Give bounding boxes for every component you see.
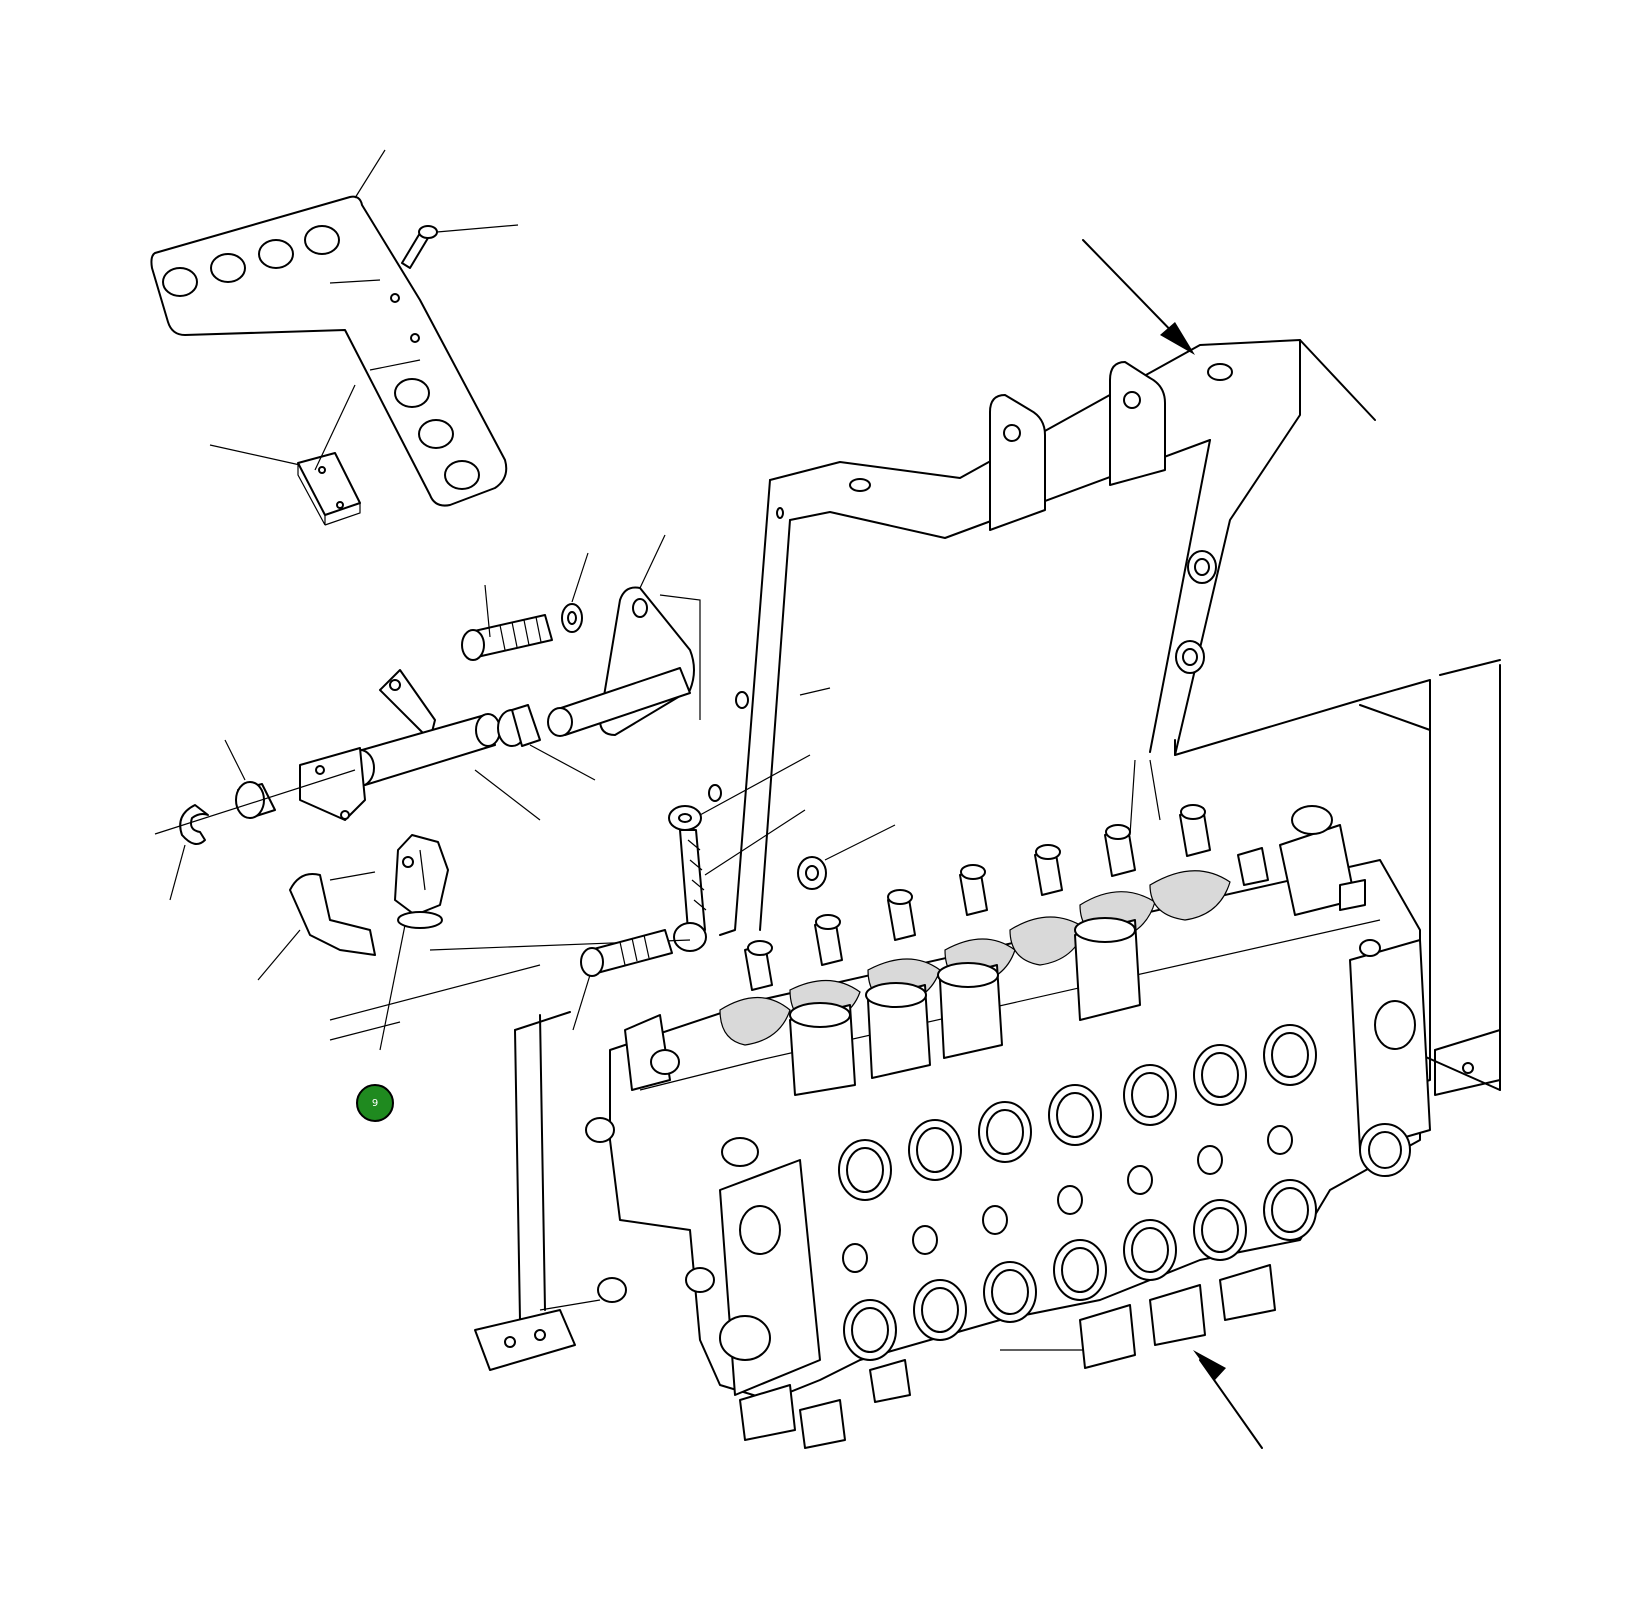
direction-arrow-top bbox=[1082, 239, 1195, 355]
bolt-upper bbox=[461, 552, 589, 661]
pedal-plate bbox=[150, 149, 508, 507]
pedal-shaft bbox=[299, 669, 541, 821]
valve-section-7 bbox=[1149, 804, 1317, 1241]
link-rod bbox=[429, 754, 811, 952]
bushing-right bbox=[497, 704, 596, 781]
pin-bracket bbox=[547, 534, 701, 737]
callout-9-label: 9 bbox=[371, 1097, 379, 1109]
valve-section-4 bbox=[937, 864, 1107, 1301]
screw bbox=[401, 224, 519, 269]
valve-section-1 bbox=[719, 940, 897, 1361]
valve-section-5 bbox=[1009, 844, 1177, 1281]
direction-arrow-bottom bbox=[1193, 1350, 1263, 1449]
valve-section-6 bbox=[1074, 824, 1247, 1261]
callout-9[interactable]: 9 bbox=[356, 1084, 394, 1122]
valve-section-3 bbox=[865, 889, 1037, 1323]
mounting-frame bbox=[329, 339, 1501, 1371]
bushing-left bbox=[224, 739, 276, 819]
circlip bbox=[154, 769, 356, 901]
relief-valve bbox=[1237, 805, 1431, 1177]
control-valve-block bbox=[539, 759, 1431, 1449]
bolt-lower bbox=[572, 929, 673, 1031]
clip-pin bbox=[257, 871, 376, 981]
valve-section-2 bbox=[789, 914, 967, 1341]
clevis bbox=[379, 834, 449, 1051]
nut-small bbox=[797, 824, 896, 890]
spacer-block bbox=[209, 384, 361, 526]
